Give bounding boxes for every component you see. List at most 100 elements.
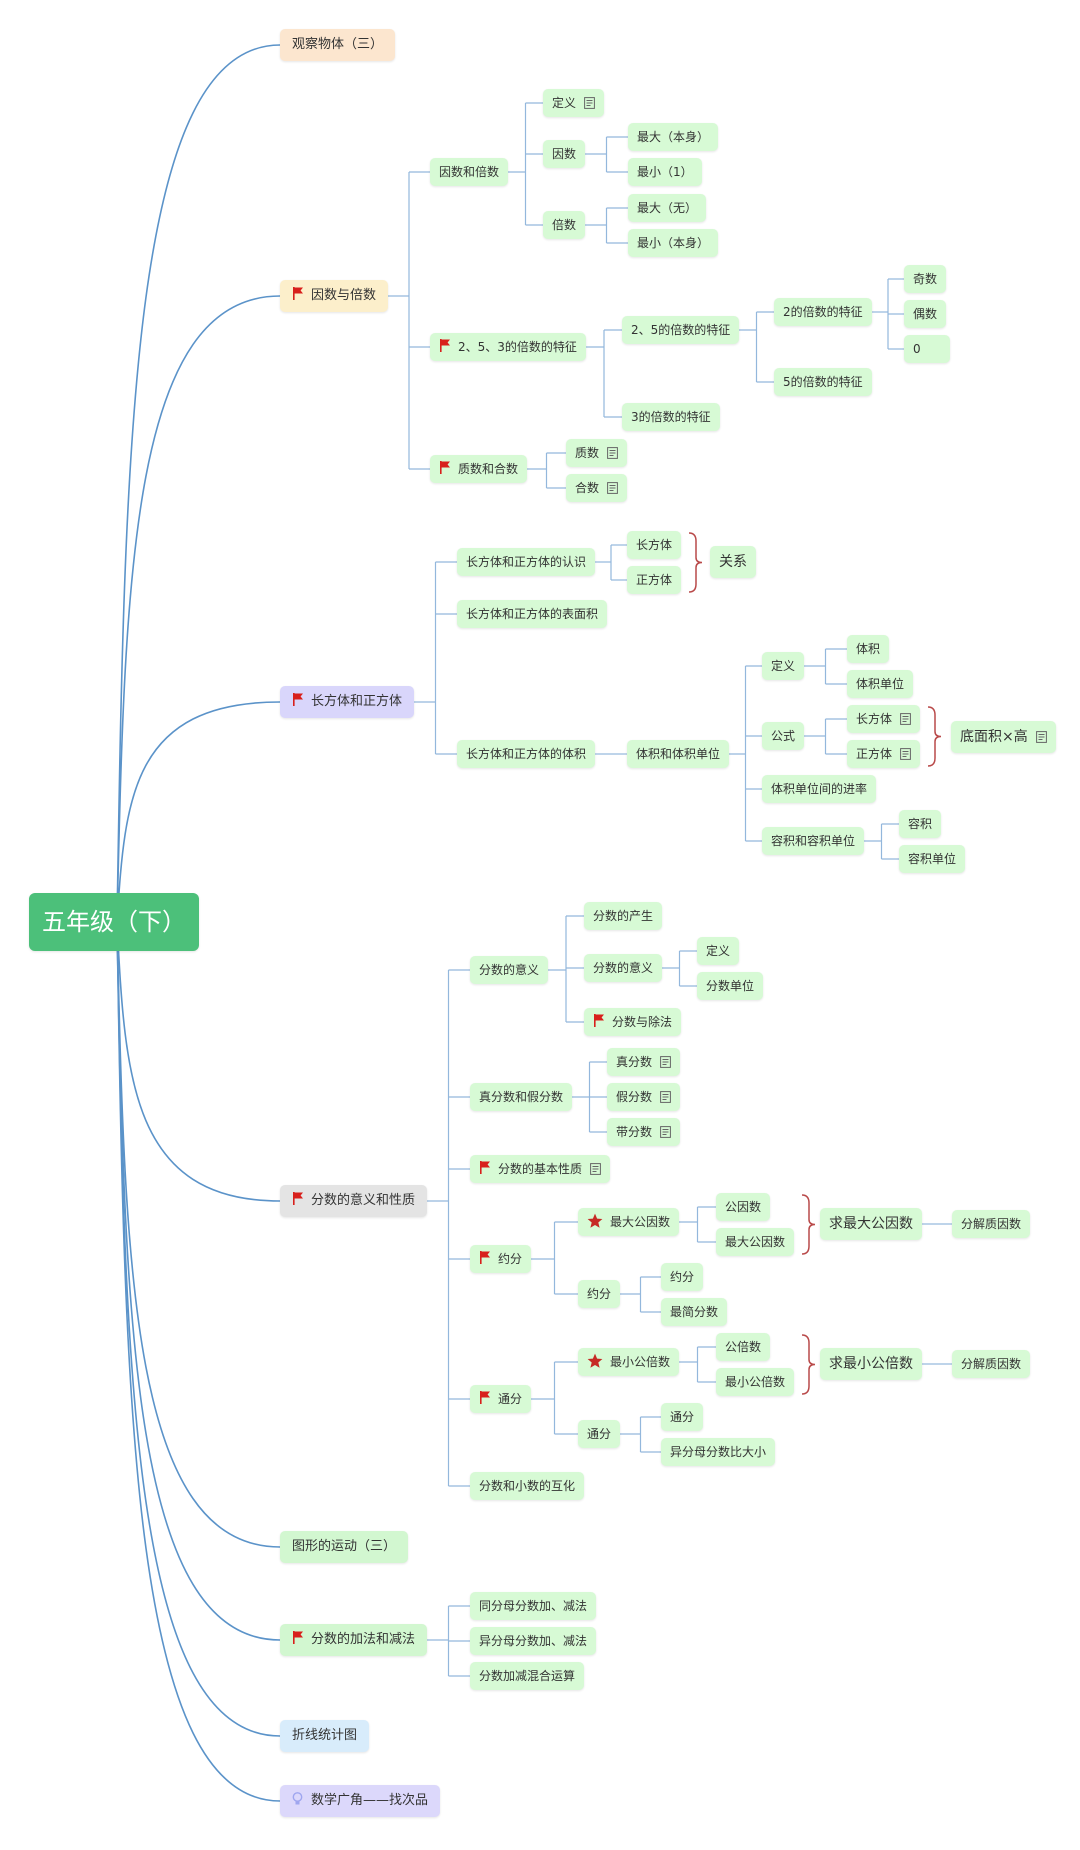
node-zuida-benshen[interactable]: 最大（本身） [628,123,719,151]
node-beishu[interactable]: 倍数 [543,211,586,239]
node-zuida-gys[interactable]: 最大公因数 [578,1208,680,1236]
node-tongfen2[interactable]: 通分 [578,1420,621,1448]
node-zuixiao-1[interactable]: 最小（1） [628,158,702,186]
node-yinshu[interactable]: 因数 [543,140,586,168]
node-changfangti-b[interactable]: 长方体 [847,705,921,733]
node-zhen-jia[interactable]: 真分数和假分数 [470,1083,573,1111]
node-label: 最大公因数 [725,1235,786,1249]
node-hunhe[interactable]: 分数加减混合运算 [470,1662,585,1690]
branch-yundong[interactable]: 图形的运动（三） [280,1531,409,1563]
node-oushu[interactable]: 偶数 [904,300,947,328]
root-node[interactable]: 五年级（下） [29,893,199,951]
node-tiji[interactable]: 体积 [847,635,890,663]
branch-fenshu[interactable]: 分数的意义和性质 [280,1185,428,1217]
node-yuefen3[interactable]: 约分 [661,1263,704,1291]
node-fs-yiyi2[interactable]: 分数的意义 [584,954,663,982]
node-label: 长方体和正方体的认识 [466,555,587,569]
flag-icon [439,456,451,474]
node-dimianji[interactable]: 底面积×高 [951,721,1056,753]
node-jishu[interactable]: 奇数 [904,265,947,293]
node-gongshi[interactable]: 公式 [762,722,805,750]
node-changfangti-a[interactable]: 长方体 [627,531,682,559]
node-fenjie-1[interactable]: 分解质因数 [952,1210,1031,1238]
branch-cuboid[interactable]: 长方体和正方体 [280,686,415,718]
node-huhua[interactable]: 分数和小数的互化 [470,1472,585,1500]
node-qiu-zuida[interactable]: 求最大公因数 [820,1208,922,1240]
node-label: 体积单位间的进率 [771,782,868,796]
node-label: 最大（本身） [637,130,710,144]
node-zuixiao-benshen[interactable]: 最小（本身） [628,229,719,257]
node-jia[interactable]: 假分数 [607,1083,681,1111]
node-rongji[interactable]: 容积 [899,810,942,838]
node-zuixiao-gbs[interactable]: 最小公倍数 [578,1348,680,1376]
node-jinlv[interactable]: 体积单位间的进率 [762,775,877,803]
node-zuijian[interactable]: 最简分数 [661,1298,728,1326]
node-heshu[interactable]: 合数 [566,474,628,502]
branch-zhexian[interactable]: 折线统计图 [280,1720,370,1752]
node-yifenmu[interactable]: 异分母分数加、减法 [470,1627,597,1655]
node-label: 分解质因数 [961,1357,1022,1371]
star-icon [587,1211,603,1228]
node-label: 假分数 [616,1090,653,1104]
node-tongfen[interactable]: 通分 [470,1385,532,1413]
branch-yinshu-beishu[interactable]: 因数与倍数 [280,280,389,312]
node-guanxi[interactable]: 关系 [710,546,756,578]
node-tongfenmu[interactable]: 同分母分数加、减法 [470,1592,597,1620]
node-fs-chufa[interactable]: 分数与除法 [584,1008,682,1036]
node-label: 质数和合数 [458,462,519,476]
node-tezheng-2[interactable]: 2的倍数的特征 [774,298,872,326]
node-dingyi-v[interactable]: 定义 [762,652,805,680]
node-label: 公因数 [725,1200,762,1214]
node-label: 分数的意义 [479,963,540,977]
node-fs-chansheng[interactable]: 分数的产生 [584,902,663,930]
node-tiji-danwei[interactable]: 体积和体积单位 [627,740,730,768]
node-dai[interactable]: 带分数 [607,1118,681,1146]
node-label: 最大公因数 [610,1215,671,1229]
node-fenjie-2[interactable]: 分解质因数 [952,1350,1031,1378]
node-zero[interactable]: 0 [904,335,950,363]
node-fs-danwei[interactable]: 分数单位 [697,972,764,1000]
node-zuida-wu[interactable]: 最大（无） [628,194,707,222]
node-biaomianji[interactable]: 长方体和正方体的表面积 [457,600,608,628]
node-zhengfangti-a[interactable]: 正方体 [627,566,682,594]
node-gongbeishu[interactable]: 公倍数 [716,1333,771,1361]
node-qiu-zuixiao[interactable]: 求最小公倍数 [820,1348,922,1380]
node-tiji-main[interactable]: 长方体和正方体的体积 [457,740,596,768]
node-zhishu-heshu[interactable]: 质数和合数 [430,455,528,483]
node-rongji-dw[interactable]: 容积单位 [899,845,966,873]
node-dingyi-f[interactable]: 定义 [697,937,740,965]
node-zuixiao-gbs2[interactable]: 最小公倍数 [716,1368,795,1396]
node-yuefen[interactable]: 约分 [470,1245,532,1273]
node-tezheng-235[interactable]: 2、5、3的倍数的特征 [430,333,586,361]
node-label: 定义 [552,96,577,110]
node-yifenmu-bijiao[interactable]: 异分母分数比大小 [661,1438,776,1466]
node-label: 体积和体积单位 [636,747,721,761]
node-tezheng-5[interactable]: 5的倍数的特征 [774,368,872,396]
note-icon [900,742,911,760]
node-label: 带分数 [616,1125,653,1139]
node-label: 定义 [771,659,796,673]
node-label: 正方体 [636,573,673,587]
node-yinshu-he-beishu[interactable]: 因数和倍数 [430,158,509,186]
flag-icon [479,1156,491,1174]
node-label: 通分 [587,1427,612,1441]
node-zhishu[interactable]: 质数 [566,439,628,467]
node-yuefen2[interactable]: 约分 [578,1280,621,1308]
node-tezheng-3[interactable]: 3的倍数的特征 [622,403,720,431]
branch-guangjiao[interactable]: 数学广角——找次品 [280,1785,441,1817]
node-rongji-danwei[interactable]: 容积和容积单位 [762,827,865,855]
node-tezheng-25[interactable]: 2、5的倍数的特征 [622,316,740,344]
branch-jiajian[interactable]: 分数的加法和减法 [280,1624,428,1656]
node-gongyinshu[interactable]: 公因数 [716,1193,771,1221]
node-zuida-gys2[interactable]: 最大公因数 [716,1228,795,1256]
node-jiben[interactable]: 分数的基本性质 [470,1155,611,1183]
node-renshi[interactable]: 长方体和正方体的认识 [457,548,596,576]
node-label: 最简分数 [670,1305,719,1319]
node-dingyi[interactable]: 定义 [543,89,605,117]
node-tiji-dw[interactable]: 体积单位 [847,670,914,698]
node-tongfen3[interactable]: 通分 [661,1403,704,1431]
node-zhengfangti-b[interactable]: 正方体 [847,740,921,768]
branch-guancha[interactable]: 观察物体（三） [280,29,396,61]
node-zhen[interactable]: 真分数 [607,1048,681,1076]
node-fs-yiyi[interactable]: 分数的意义 [470,956,549,984]
